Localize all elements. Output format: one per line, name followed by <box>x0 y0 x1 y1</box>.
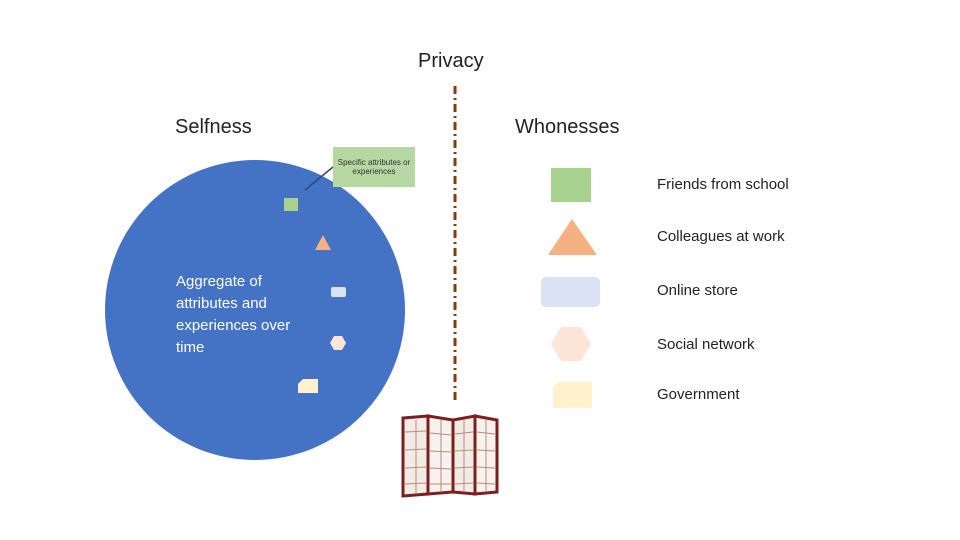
legend-rounded-rect-icon <box>541 277 600 307</box>
callout-text: Specific attributes or experiences <box>337 158 411 176</box>
privacy-screen-icon <box>401 414 499 498</box>
legend-hexagon-icon <box>551 327 591 361</box>
legend-square-icon <box>551 168 591 202</box>
selfness-circle <box>105 160 405 460</box>
legend-folded-rect-icon <box>553 382 592 408</box>
small-folded-rect-shape <box>298 379 318 393</box>
small-square-shape <box>284 198 298 211</box>
small-rounded-rect-shape <box>331 287 346 297</box>
legend-label-government: Government <box>657 386 740 403</box>
legend-label-online-store: Online store <box>657 282 738 299</box>
whonesses-heading: Whonesses <box>515 116 620 138</box>
diagram-title: Privacy <box>418 50 484 72</box>
selfness-heading: Selfness <box>175 116 252 138</box>
legend-label-colleagues: Colleagues at work <box>657 228 785 245</box>
legend-triangle-icon <box>548 219 597 255</box>
callout-connector <box>304 166 334 191</box>
small-hexagon-shape <box>330 336 346 350</box>
callout-box: Specific attributes or experiences <box>333 147 415 187</box>
legend-label-friends: Friends from school <box>657 176 789 193</box>
circle-description: Aggregate of attributes and experiences … <box>176 273 291 356</box>
legend-label-social-network: Social network <box>657 336 755 353</box>
small-triangle-shape <box>315 235 331 250</box>
